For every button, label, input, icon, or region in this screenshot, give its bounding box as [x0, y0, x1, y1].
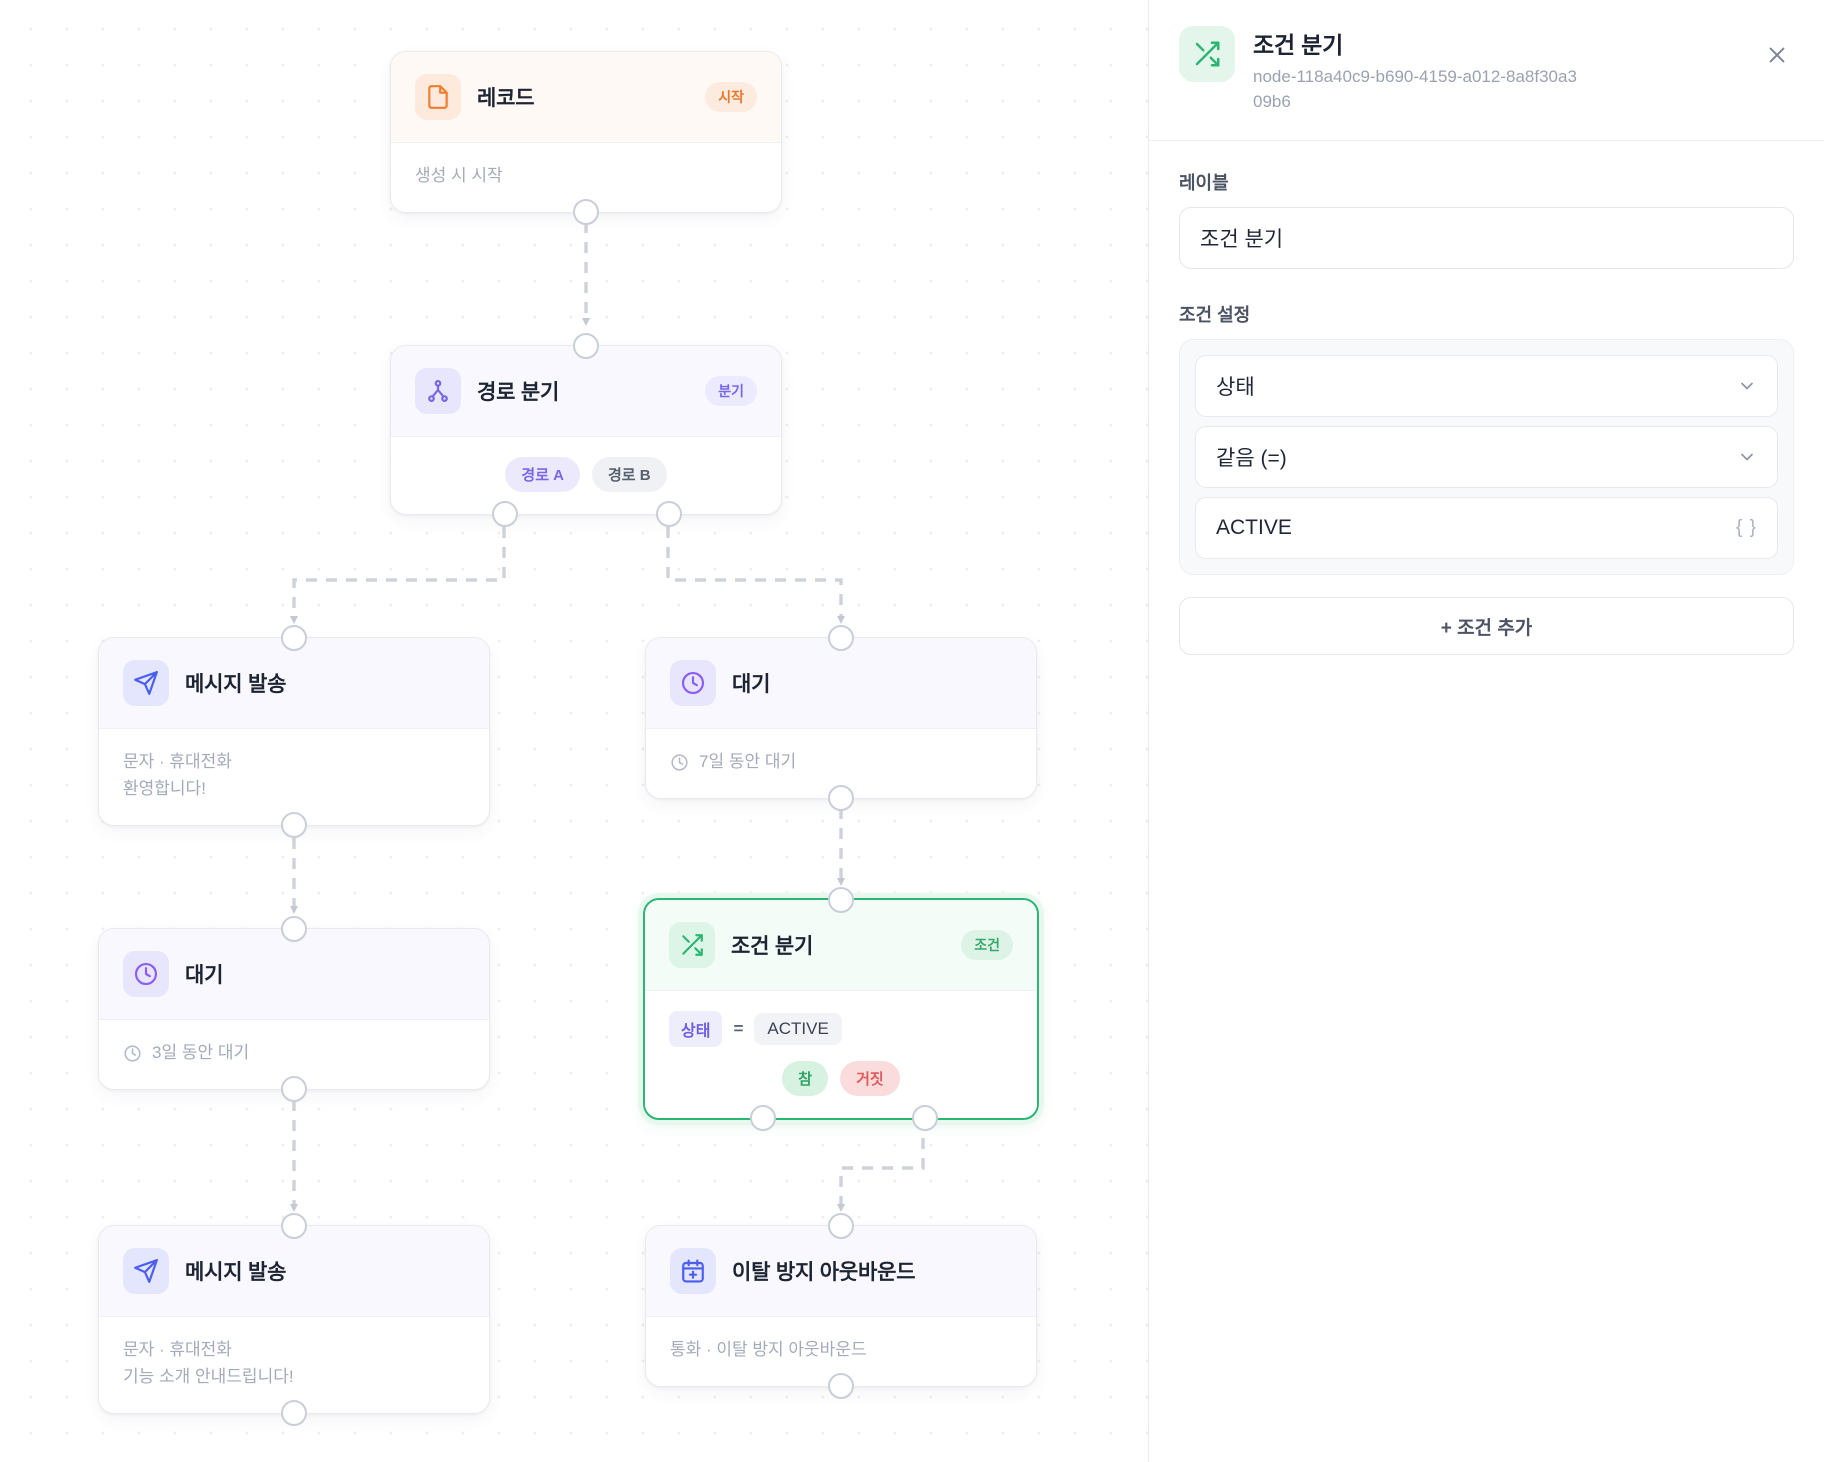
node-title: 대기: [185, 964, 224, 987]
panel-node-id: node-118a40c9-b690-4159-a012-8a8f30a309b…: [1253, 67, 1577, 111]
condition-value-field[interactable]: ACTIVE { }: [1195, 497, 1778, 560]
node-send-message-2[interactable]: 메시지 발송 문자 · 휴대전화 기능 소개 안내드립니다!: [98, 1213, 490, 1426]
node-subtitle-text: 3일 동안 대기: [152, 1043, 250, 1062]
chevron-down-icon: [1737, 376, 1757, 396]
handle-source[interactable]: [828, 784, 854, 811]
clock-icon: [123, 951, 169, 997]
handle-target[interactable]: [828, 887, 854, 913]
clock-icon: [670, 660, 716, 706]
node-path-split[interactable]: 경로 분기 분기 경로 A 경로 B: [390, 333, 782, 527]
node-badge: 조건: [961, 930, 1013, 960]
handle-target[interactable]: [828, 625, 854, 651]
node-retention-outbound[interactable]: 이탈 방지 아웃바운드 통화 · 이탈 방지 아웃바운드: [645, 1213, 1037, 1399]
node-title: 이탈 방지 아웃바운드: [732, 1261, 916, 1284]
node-subtitle: 7일 동안 대기: [670, 749, 1012, 776]
handle-source-true[interactable]: [750, 1105, 776, 1131]
node-send-message-1[interactable]: 메시지 발송 문자 · 휴대전화 환영합니다!: [98, 625, 490, 838]
condition-field-select[interactable]: 상태: [1195, 355, 1778, 418]
node-title: 대기: [732, 673, 771, 696]
handle-target[interactable]: [281, 1213, 307, 1239]
add-condition-button[interactable]: + 조건 추가: [1179, 597, 1794, 656]
path-chip-a[interactable]: 경로 A: [505, 457, 580, 492]
panel-title: 조건 분기: [1253, 32, 1344, 58]
node-title: 메시지 발송: [185, 1261, 287, 1284]
condition-section-label: 조건 설정: [1179, 305, 1251, 326]
handle-source[interactable]: [281, 1399, 307, 1426]
node-record[interactable]: 레코드 시작 생성 시 시작: [390, 51, 782, 225]
handle-source[interactable]: [828, 1372, 854, 1399]
node-subtitle: 3일 동안 대기: [123, 1040, 465, 1067]
handle-target[interactable]: [281, 916, 307, 942]
node-title: 경로 분기: [477, 381, 560, 404]
condition-value: ACTIVE: [754, 1013, 842, 1045]
path-chip-b[interactable]: 경로 B: [592, 457, 667, 492]
node-wait-3d[interactable]: 대기 3일 동안 대기: [98, 916, 490, 1102]
edge-pathA-to-send-message-1: [290, 527, 506, 624]
condition-output-row: 참 거짓: [669, 1061, 1013, 1096]
handle-target[interactable]: [828, 1213, 854, 1239]
condition-operator: =: [733, 1019, 744, 1038]
panel-header: 조건 분기 node-118a40c9-b690-4159-a012-8a8f3…: [1149, 0, 1824, 142]
handle-source[interactable]: [281, 1075, 307, 1102]
condition-operator-select[interactable]: 같음 (=): [1195, 426, 1778, 489]
output-chip-true[interactable]: 참: [782, 1061, 829, 1096]
condition-operator-select-value: 같음 (=): [1216, 447, 1287, 471]
clock-small-icon: [124, 1045, 141, 1062]
chevron-down-icon: [1737, 447, 1757, 467]
shuffle-icon: [669, 922, 715, 968]
node-title: 조건 분기: [731, 935, 814, 958]
file-icon: [415, 74, 461, 120]
node-subtitle-line2: 기능 소개 안내드립니다!: [123, 1366, 294, 1386]
edge-pathB-to-wait-7d: [666, 527, 845, 624]
condition-field: 상태: [669, 1011, 723, 1047]
handle-source[interactable]: [573, 198, 599, 225]
condition-card: 상태 같음 (=) ACTIVE: [1179, 339, 1794, 576]
handle-source-false[interactable]: [912, 1105, 938, 1131]
close-icon[interactable]: [1760, 38, 1794, 72]
condition-expression: 상태 = ACTIVE: [669, 1011, 1013, 1047]
condition-value-text: ACTIVE: [1216, 516, 1292, 540]
handle-target[interactable]: [573, 333, 599, 359]
label-input[interactable]: [1179, 207, 1794, 270]
node-subtitle-line1: 문자 · 휴대전화: [123, 1340, 232, 1359]
node-title: 레코드: [477, 87, 535, 110]
node-badge: 분기: [705, 376, 757, 406]
node-badge: 시작: [705, 82, 757, 112]
node-subtitle-text: 7일 동안 대기: [699, 752, 797, 771]
condition-field-select-value: 상태: [1216, 376, 1255, 400]
node-subtitle-line1: 문자 · 휴대전화: [123, 752, 232, 771]
handle-source-path-a[interactable]: [492, 501, 518, 527]
braces-icon[interactable]: { }: [1736, 517, 1757, 539]
node-wait-7d[interactable]: 대기 7일 동안 대기: [645, 625, 1037, 811]
panel-body: 레이블 조건 설정 상태 같음 (=): [1149, 141, 1824, 685]
send-icon: [123, 660, 169, 706]
node-title: 메시지 발송: [185, 673, 287, 696]
branch-icon: [415, 368, 461, 414]
label-field-label: 레이블: [1179, 173, 1229, 194]
node-inspector-panel: 조건 분기 node-118a40c9-b690-4159-a012-8a8f3…: [1148, 0, 1824, 1462]
calendar-plus-icon: [670, 1248, 716, 1294]
node-subtitle: 생성 시 시작: [415, 166, 503, 185]
node-condition-branch[interactable]: 조건 분기 조건 상태 = ACTIVE 참 거짓: [643, 887, 1039, 1131]
workflow-canvas[interactable]: 레코드 시작 생성 시 시작: [0, 0, 1148, 1462]
output-chip-false[interactable]: 거짓: [840, 1061, 900, 1096]
node-subtitle-line2: 환영합니다!: [123, 778, 206, 798]
path-chip-row: 경로 A 경로 B: [415, 457, 757, 492]
send-icon: [123, 1248, 169, 1294]
edge-condition-false-to-outbound: [837, 1118, 925, 1212]
node-subtitle: 통화 · 이탈 방지 아웃바운드: [670, 1340, 867, 1359]
shuffle-icon: [1179, 26, 1235, 82]
handle-target[interactable]: [281, 625, 307, 651]
handle-source[interactable]: [281, 811, 307, 838]
clock-small-icon: [671, 754, 688, 771]
handle-source-path-b[interactable]: [656, 501, 682, 527]
